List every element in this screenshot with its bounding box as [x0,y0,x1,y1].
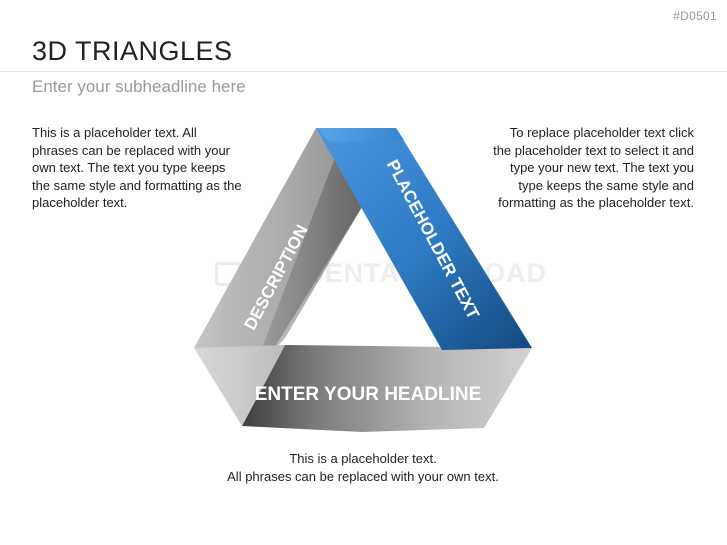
segment-bottom-band[interactable] [242,345,532,432]
segment-right-band[interactable] [316,128,532,350]
segment-left-fold [262,150,372,348]
segment-right-top [316,128,404,142]
page-title[interactable]: 3D TRIANGLES [32,36,233,66]
title-divider [0,71,727,72]
slide-id: #D0501 [673,9,717,23]
bottom-text-block[interactable]: This is a placeholder text. All phrases … [163,450,563,485]
bottom-text-line-1: This is a placeholder text. [289,451,437,466]
segment-bottom-end [194,345,285,426]
page-subtitle[interactable]: Enter your subheadline here [32,77,246,96]
right-text-block[interactable]: To replace placeholder text click the pl… [493,125,694,210]
left-text-block[interactable]: This is a placeholder text. All phrases … [32,125,242,210]
segment-bottom-label[interactable]: ENTER YOUR HEADLINE [255,384,482,405]
bottom-text-line-2: All phrases can be replaced with your ow… [227,468,499,484]
